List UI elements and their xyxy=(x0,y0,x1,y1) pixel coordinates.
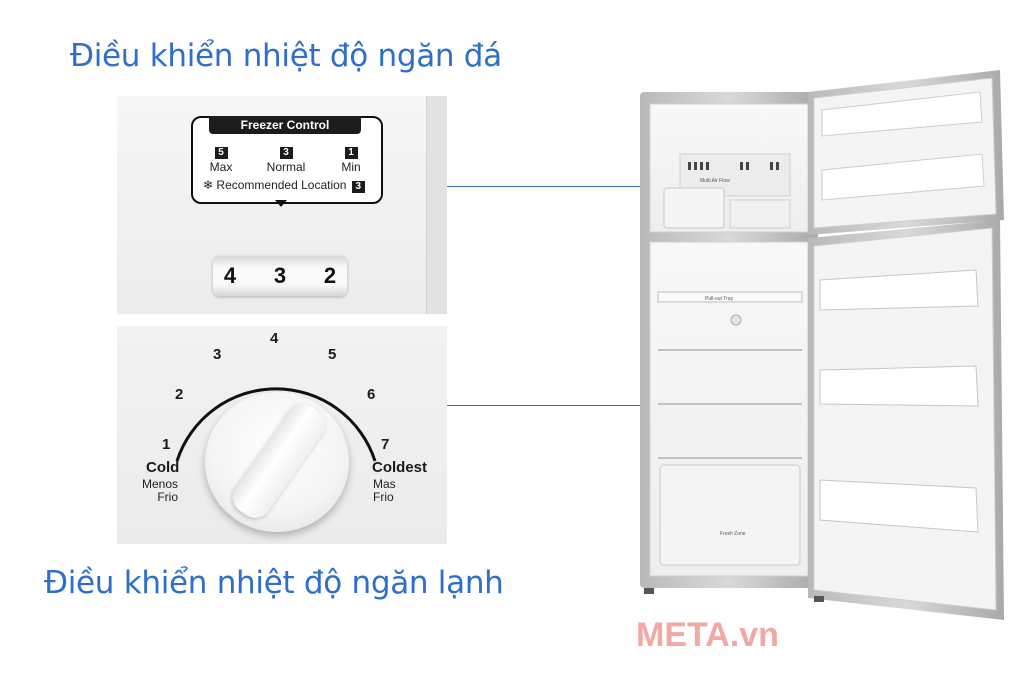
connector-line-freezer xyxy=(447,186,777,187)
dial-scale-arc xyxy=(175,387,377,462)
fridge-temperature-knob[interactable] xyxy=(205,392,349,532)
cold-sublabel: Menos Frio xyxy=(141,477,178,504)
dial-number: 4 xyxy=(223,263,237,288)
cold-label: Cold xyxy=(146,459,180,476)
coldest-sublabel: Mas Frio xyxy=(373,477,396,504)
door-rail xyxy=(426,96,447,314)
svg-text:Multi Air Flow: Multi Air Flow xyxy=(700,178,730,184)
dial-number-6: 6 xyxy=(367,386,376,403)
dial-number-1: 1 xyxy=(162,436,171,453)
dial-number: 3 xyxy=(273,263,287,288)
freezer-dial[interactable]: 4 3 2 xyxy=(213,256,347,296)
fridge-dial-photo: 1 2 3 4 5 6 7 Cold Menos Frio Coldest Ma… xyxy=(117,326,447,544)
svg-text:Fresh Zone: Fresh Zone xyxy=(720,531,746,537)
level-normal: 3 Normal xyxy=(266,147,306,174)
level-min: 1 Min xyxy=(341,147,361,174)
pointer-arrow-icon xyxy=(275,200,287,207)
refrigerator-illustration: Multi Air Flow Pull-out Tray Fresh Zone xyxy=(640,70,1004,620)
fridge-control-heading: Điều khiển nhiệt độ ngăn lạnh xyxy=(44,565,504,601)
meta-watermark: META.vn xyxy=(636,616,779,654)
dial-number-5: 5 xyxy=(328,346,337,363)
snowflake-icon: ❄ xyxy=(203,178,214,192)
freezer-control-title: Freezer Control xyxy=(209,116,361,134)
coldest-label: Coldest xyxy=(372,459,428,476)
dial-number-3: 3 xyxy=(213,346,222,363)
level-max: 5 Max xyxy=(209,147,233,174)
dial-number-4: 4 xyxy=(270,330,279,347)
recommended-location: ❄ Recommended Location 3 xyxy=(203,178,365,193)
connector-line-fridge xyxy=(447,405,737,406)
dial-number-7: 7 xyxy=(381,436,390,453)
dial-number: 2 xyxy=(323,263,337,288)
freezer-control-label: Freezer Control 5 Max 3 Normal 1 Min ❄ R… xyxy=(191,116,383,204)
knob-grip xyxy=(226,397,332,525)
freezer-control-heading: Điều khiển nhiệt độ ngăn đá xyxy=(70,38,502,74)
freezer-control-photo: Freezer Control 5 Max 3 Normal 1 Min ❄ R… xyxy=(117,96,447,314)
dial-number-2: 2 xyxy=(175,386,184,403)
svg-text:Pull-out Tray: Pull-out Tray xyxy=(705,296,734,302)
